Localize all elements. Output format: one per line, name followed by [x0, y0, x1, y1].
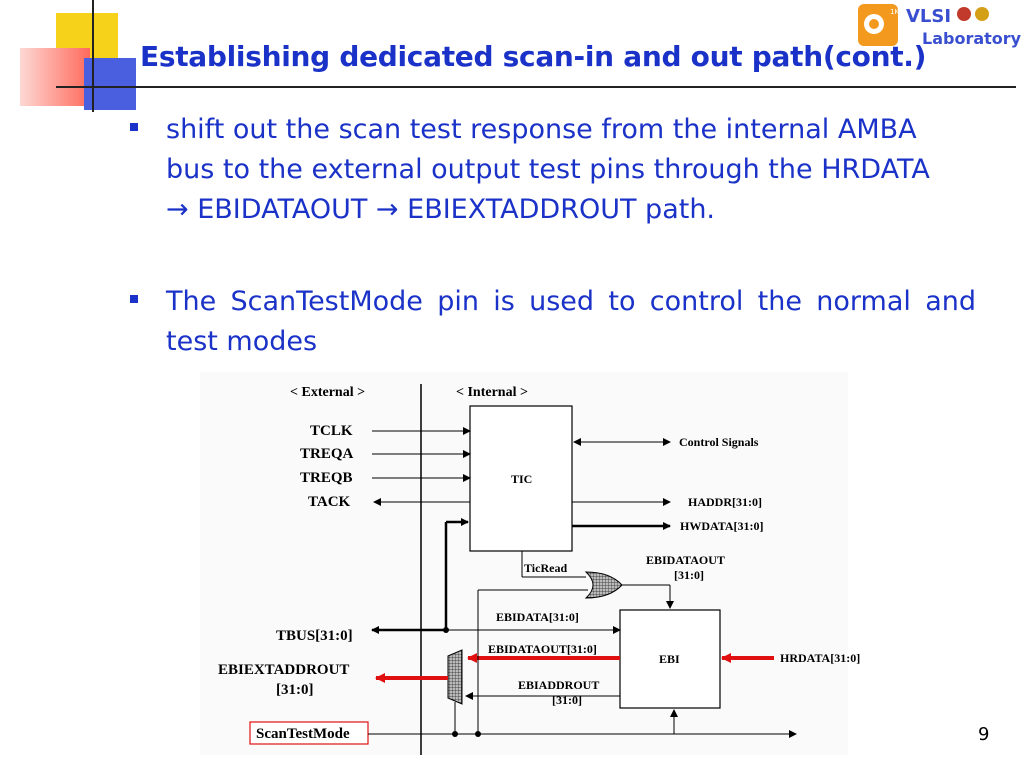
decor-horizontal-line: [56, 86, 1016, 88]
hrdata-label: HRDATA[31:0]: [780, 651, 860, 665]
page-number: 9: [978, 724, 990, 745]
bullet-text: The ScanTestMode pin is used to control …: [166, 286, 976, 357]
ebiextaddrout-label: EBIEXTADDROUT: [218, 662, 349, 678]
ebidataout-top-range: [31:0]: [674, 568, 704, 582]
logo-vlsi-text: VLSI: [906, 6, 951, 27]
tic-block: [469, 405, 573, 552]
logo-laboratory-text: Laboratory: [922, 29, 1022, 48]
ebi-label: EBI: [659, 652, 680, 666]
tack-label: TACK: [308, 494, 351, 510]
bullet-square-icon: [130, 123, 138, 131]
slide-title: Establishing dedicated scan-in and out p…: [140, 40, 927, 73]
ebiextaddrout-range: [31:0]: [276, 682, 314, 698]
svg-text:1K: 1K: [890, 8, 899, 16]
vlsi-lab-logo: 1K VLSI Laboratory: [856, 2, 1022, 50]
treqa-label: TREQA: [300, 446, 354, 462]
ebiaddrout-range: [31:0]: [552, 693, 582, 707]
tclk-label: TCLK: [310, 423, 353, 439]
external-label: < External >: [290, 385, 365, 400]
ebidata-label: EBIDATA[31:0]: [496, 610, 579, 624]
internal-label: < Internal >: [456, 385, 528, 400]
ebiaddrout-label: EBIADDROUT: [518, 678, 599, 692]
treqb-label: TREQB: [300, 470, 353, 486]
scantestmode-label: ScanTestMode: [256, 726, 350, 742]
bullet-item: The ScanTestMode pin is used to control …: [130, 282, 976, 364]
decor-red-block: [20, 48, 90, 106]
mux: [447, 649, 463, 705]
ticread-label: TicRead: [524, 561, 567, 575]
hwdata-label: HWDATA[31:0]: [680, 519, 764, 533]
tic-label: TIC: [511, 472, 532, 486]
haddr-label: HADDR[31:0]: [688, 495, 762, 509]
decor-vertical-line: [92, 0, 94, 112]
scantestmode-box: [249, 721, 369, 745]
bullet-item: shift out the scan test response from th…: [130, 110, 976, 270]
bullet-text: shift out the scan test response from th…: [166, 114, 930, 225]
ebidataout-label: EBIDATAOUT[31:0]: [488, 642, 597, 656]
tbus-label: TBUS[31:0]: [276, 628, 353, 644]
scan-path-diagram: < External > < Internal > TIC TCLK TREQA…: [200, 372, 860, 755]
or-gate: [584, 571, 623, 599]
bullet-square-icon: [130, 295, 138, 303]
ebi-block: [619, 609, 721, 709]
control-signals-label: Control Signals: [679, 435, 759, 449]
ebidataout-top-label: EBIDATAOUT: [646, 553, 725, 567]
